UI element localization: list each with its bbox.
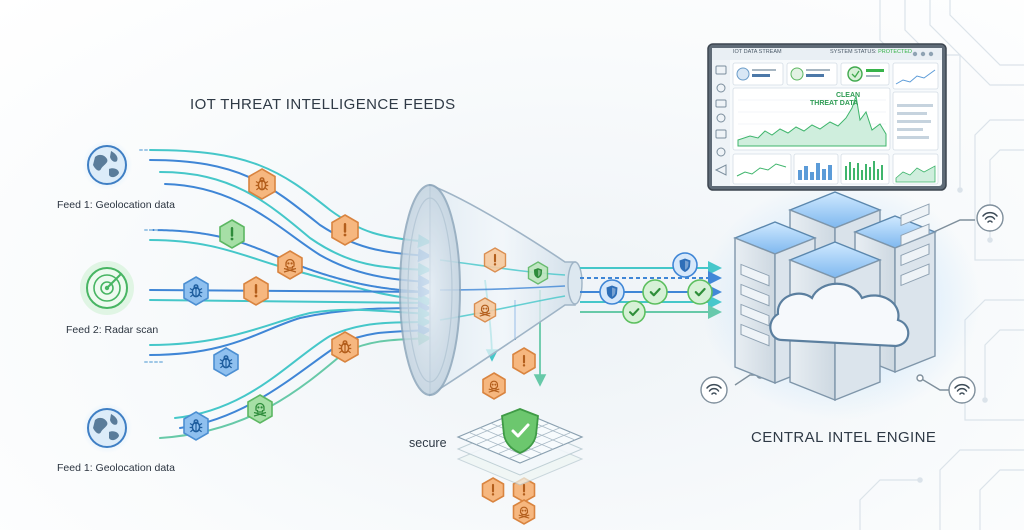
bug-threat-icon bbox=[183, 276, 209, 306]
skull-threat-icon bbox=[482, 372, 506, 400]
bug-threat-icon bbox=[213, 347, 239, 377]
feed-label: Feed 1: Geolocation data bbox=[57, 462, 175, 474]
shield-icon bbox=[599, 279, 625, 305]
threat-badges bbox=[183, 168, 359, 441]
alert-threat-icon bbox=[483, 247, 507, 273]
skull-threat-icon bbox=[473, 297, 497, 323]
alert-threat-icon bbox=[219, 219, 245, 249]
engine-title: CENTRAL INTEL ENGINE bbox=[751, 429, 937, 446]
check-icon bbox=[642, 279, 668, 305]
status-value: PROTECTED bbox=[878, 49, 913, 55]
diagram-title: IOT THREAT INTELLIGENCE FEEDS bbox=[190, 96, 456, 113]
verified-badges bbox=[599, 252, 713, 324]
skull-threat-icon bbox=[512, 499, 536, 525]
cloud-icon bbox=[769, 282, 910, 348]
secure-label: secure bbox=[409, 436, 447, 450]
threat-data-label: THREAT DATA bbox=[810, 100, 859, 107]
shield-icon bbox=[672, 252, 698, 278]
alert-threat-icon bbox=[481, 477, 505, 503]
globe-icon bbox=[82, 140, 132, 190]
shield-icon bbox=[527, 261, 549, 285]
dashboard-status: SYSTEM STATUS: PROTECTED bbox=[830, 49, 912, 55]
skull-threat-icon bbox=[247, 394, 273, 424]
alert-threat-icon bbox=[512, 347, 536, 375]
bug-threat-icon bbox=[183, 411, 209, 441]
globe-icon bbox=[82, 403, 132, 453]
bug-threat-icon bbox=[331, 331, 359, 363]
dashboard-header-left: IOT DATA STREAM bbox=[733, 49, 782, 55]
wifi-icon bbox=[948, 376, 976, 404]
dashboard-monitor bbox=[707, 43, 947, 191]
clean-label: CLEAN bbox=[835, 92, 861, 99]
radar-icon bbox=[80, 261, 134, 315]
wifi-icon bbox=[700, 376, 728, 404]
check-icon bbox=[622, 300, 646, 324]
filter-funnel bbox=[399, 183, 583, 397]
shield-check-icon bbox=[501, 408, 539, 454]
status-prefix: SYSTEM STATUS: bbox=[830, 49, 879, 55]
rejected-threats bbox=[481, 347, 536, 525]
feed-label: Feed 1: Geolocation data bbox=[57, 199, 175, 211]
feed-label: Feed 2: Radar scan bbox=[66, 324, 159, 336]
bug-threat-icon bbox=[248, 168, 276, 200]
wifi-icon bbox=[976, 204, 1004, 232]
alert-threat-icon bbox=[243, 276, 269, 306]
secure-grid bbox=[456, 408, 584, 486]
skull-threat-icon bbox=[277, 250, 303, 280]
alert-threat-icon bbox=[331, 214, 359, 246]
central-intel-server bbox=[700, 180, 980, 420]
